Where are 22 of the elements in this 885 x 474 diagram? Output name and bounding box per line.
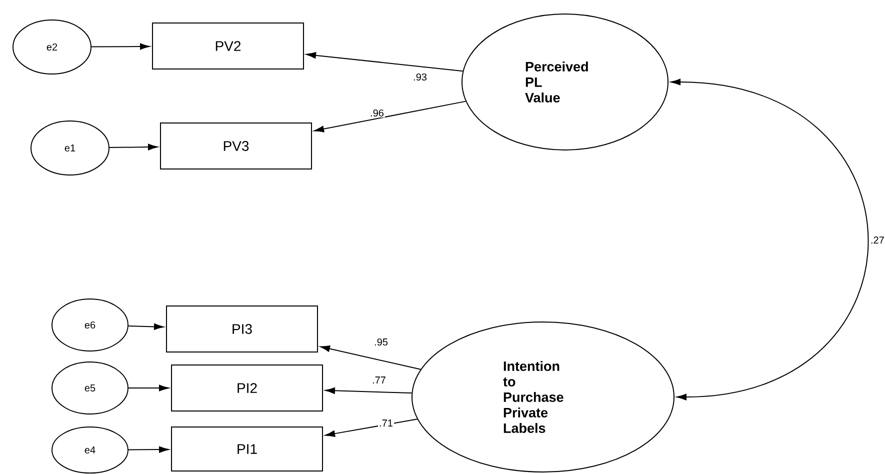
indicator-box: PI1 xyxy=(171,426,323,472)
double-headed-arrow xyxy=(670,78,869,400)
edge-label: .77 xyxy=(371,376,387,384)
arrow xyxy=(325,387,412,394)
edge-label: .71 xyxy=(378,418,394,428)
edge-label: .27 xyxy=(870,236,885,244)
edge-label: .93 xyxy=(412,72,428,82)
arrow xyxy=(128,323,164,330)
indicator-box: PI2 xyxy=(171,364,323,412)
arrow xyxy=(128,384,169,392)
edge-label: .95 xyxy=(373,337,389,347)
arrow xyxy=(325,418,418,437)
arrow xyxy=(91,43,150,50)
indicator-box: PV3 xyxy=(160,122,312,170)
arrow xyxy=(109,144,158,150)
arrow xyxy=(128,446,169,453)
indicator-box: PI3 xyxy=(166,306,318,352)
arrow xyxy=(320,346,422,370)
arrow xyxy=(306,52,464,72)
arrow xyxy=(314,100,466,132)
edge-label: .96 xyxy=(369,108,385,118)
indicator-box: PV2 xyxy=(152,22,304,70)
